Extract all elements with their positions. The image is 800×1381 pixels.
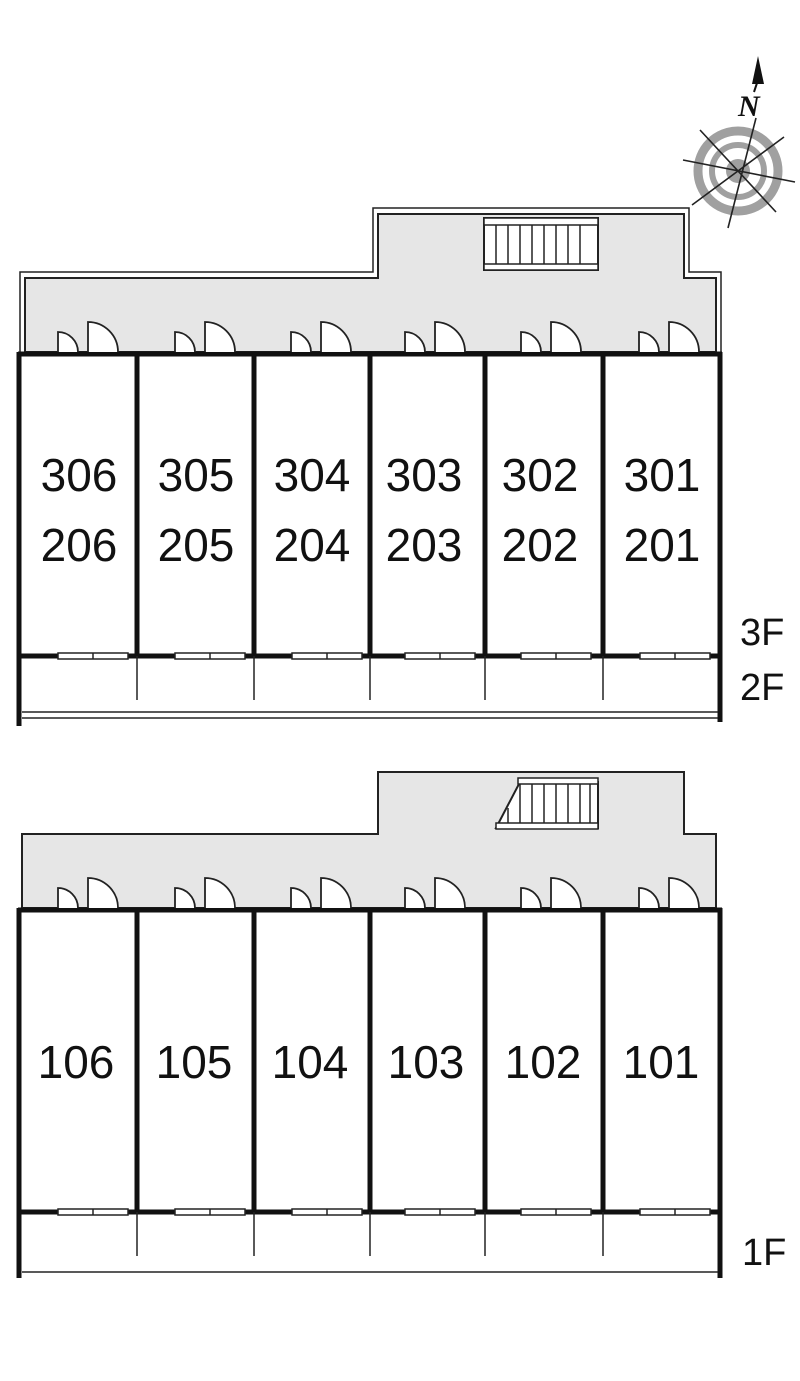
lower-plan: 106 105 104 103 102 101 1F: [16, 771, 786, 1278]
floor-label-3f: 3F: [740, 612, 784, 654]
upper-corridor: [24, 213, 717, 353]
unit-104: 104: [272, 1036, 349, 1088]
lower-doors: [57, 877, 700, 909]
unit-304: 304: [274, 449, 351, 501]
unit-302: 302: [502, 449, 579, 501]
unit-102: 102: [505, 1036, 582, 1088]
upper-windows: [57, 652, 711, 660]
unit-204: 204: [274, 519, 351, 571]
unit-106: 106: [38, 1036, 115, 1088]
compass-rose-icon: N: [682, 56, 796, 229]
floor-label-1f: 1F: [742, 1232, 786, 1274]
lower-balcony: [22, 1212, 718, 1273]
unit-206: 206: [41, 519, 118, 571]
unit-103: 103: [388, 1036, 465, 1088]
unit-305: 305: [158, 449, 235, 501]
unit-303: 303: [386, 449, 463, 501]
unit-101: 101: [623, 1036, 700, 1088]
upper-plan: 306 206 305 205 304 204 303 203 302 202 …: [16, 207, 784, 726]
compass-north-label: N: [737, 90, 761, 123]
unit-203: 203: [386, 519, 463, 571]
lower-corridor: [21, 771, 717, 909]
unit-202: 202: [502, 519, 579, 571]
upper-unit-labels: 306 206 305 205 304 204 303 203 302 202 …: [41, 449, 701, 571]
unit-105: 105: [156, 1036, 233, 1088]
upper-doors: [57, 321, 700, 353]
upper-corridor-outer-edge: [19, 207, 722, 352]
unit-306: 306: [41, 449, 118, 501]
unit-201: 201: [624, 519, 701, 571]
lower-unit-labels: 106 105 104 103 102 101: [38, 1036, 700, 1088]
upper-staircase: [483, 217, 599, 271]
floor-label-2f: 2F: [740, 667, 784, 709]
lower-staircase: [494, 777, 599, 830]
unit-205: 205: [158, 519, 235, 571]
lower-windows: [57, 1208, 711, 1216]
upper-balcony: [22, 656, 718, 719]
unit-301: 301: [624, 449, 701, 501]
